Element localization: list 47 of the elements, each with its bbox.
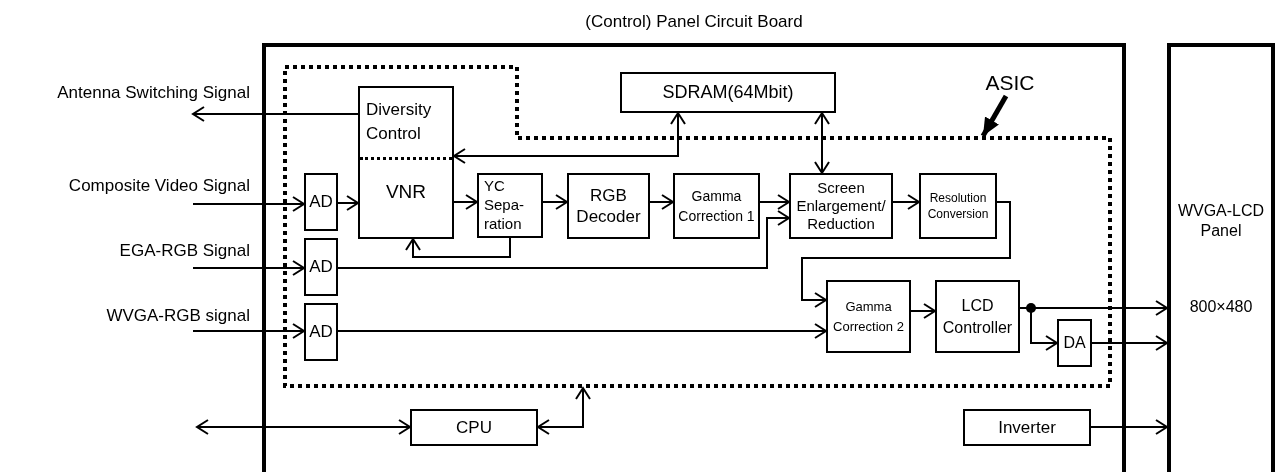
- process-box: Diversity Control: [358, 86, 454, 157]
- arrow: [453, 112, 686, 164]
- leader-arrow: [980, 94, 1009, 138]
- converter-box: AD: [304, 303, 338, 361]
- arrow: [337, 323, 827, 339]
- arrow: [1090, 419, 1168, 435]
- resolution-label: 800×480: [1188, 297, 1254, 317]
- lcd-panel-frame: [1167, 43, 1275, 472]
- converter-box: AD: [304, 238, 338, 296]
- process-box: Inverter: [963, 409, 1091, 446]
- signal-label: EGA-RGB Signal: [119, 240, 250, 262]
- process-box: VNR: [358, 157, 454, 239]
- process-box: Screen Enlargement/ Reduction: [789, 173, 893, 239]
- arrow: [649, 194, 674, 210]
- board-title: (Control) Panel Circuit Board: [584, 11, 804, 33]
- arrow: [192, 260, 305, 276]
- arrow: [337, 195, 359, 211]
- asic-label: ASIC: [978, 70, 1042, 96]
- panel-title: WVGA-LCD Panel: [1176, 201, 1266, 241]
- arrow: [801, 201, 1011, 308]
- memory-box: SDRAM(64Mbit): [620, 72, 836, 113]
- converter-box: AD: [304, 173, 338, 231]
- process-box: RGB Decoder: [567, 173, 650, 239]
- arrow: [192, 323, 305, 339]
- arrow: [405, 237, 511, 258]
- arrow: [542, 194, 568, 210]
- process-box: Gamma Correction 2: [826, 280, 911, 353]
- arrow: [910, 303, 936, 319]
- arrow: [453, 194, 478, 210]
- process-box: Gamma Correction 1: [673, 173, 760, 239]
- arrow: [1091, 335, 1168, 351]
- signal-label: Antenna Switching Signal: [57, 82, 250, 104]
- arrow: [196, 419, 411, 435]
- arrow: [892, 194, 920, 210]
- process-box: Resolution Conversion: [919, 173, 997, 239]
- signal-label: Composite Video Signal: [68, 175, 250, 197]
- arrow: [192, 106, 359, 122]
- arrow: [337, 210, 790, 269]
- signal-label: WVGA-RGB signal: [106, 305, 250, 327]
- arrow: [814, 112, 830, 174]
- arrow: [759, 194, 790, 210]
- converter-box: DA: [1057, 319, 1092, 367]
- process-box: CPU: [410, 409, 538, 446]
- process-box: LCD Controller: [935, 280, 1020, 353]
- arrow: [537, 387, 591, 435]
- arrow: [192, 196, 305, 212]
- process-box: YC Sepa- ration: [477, 173, 543, 238]
